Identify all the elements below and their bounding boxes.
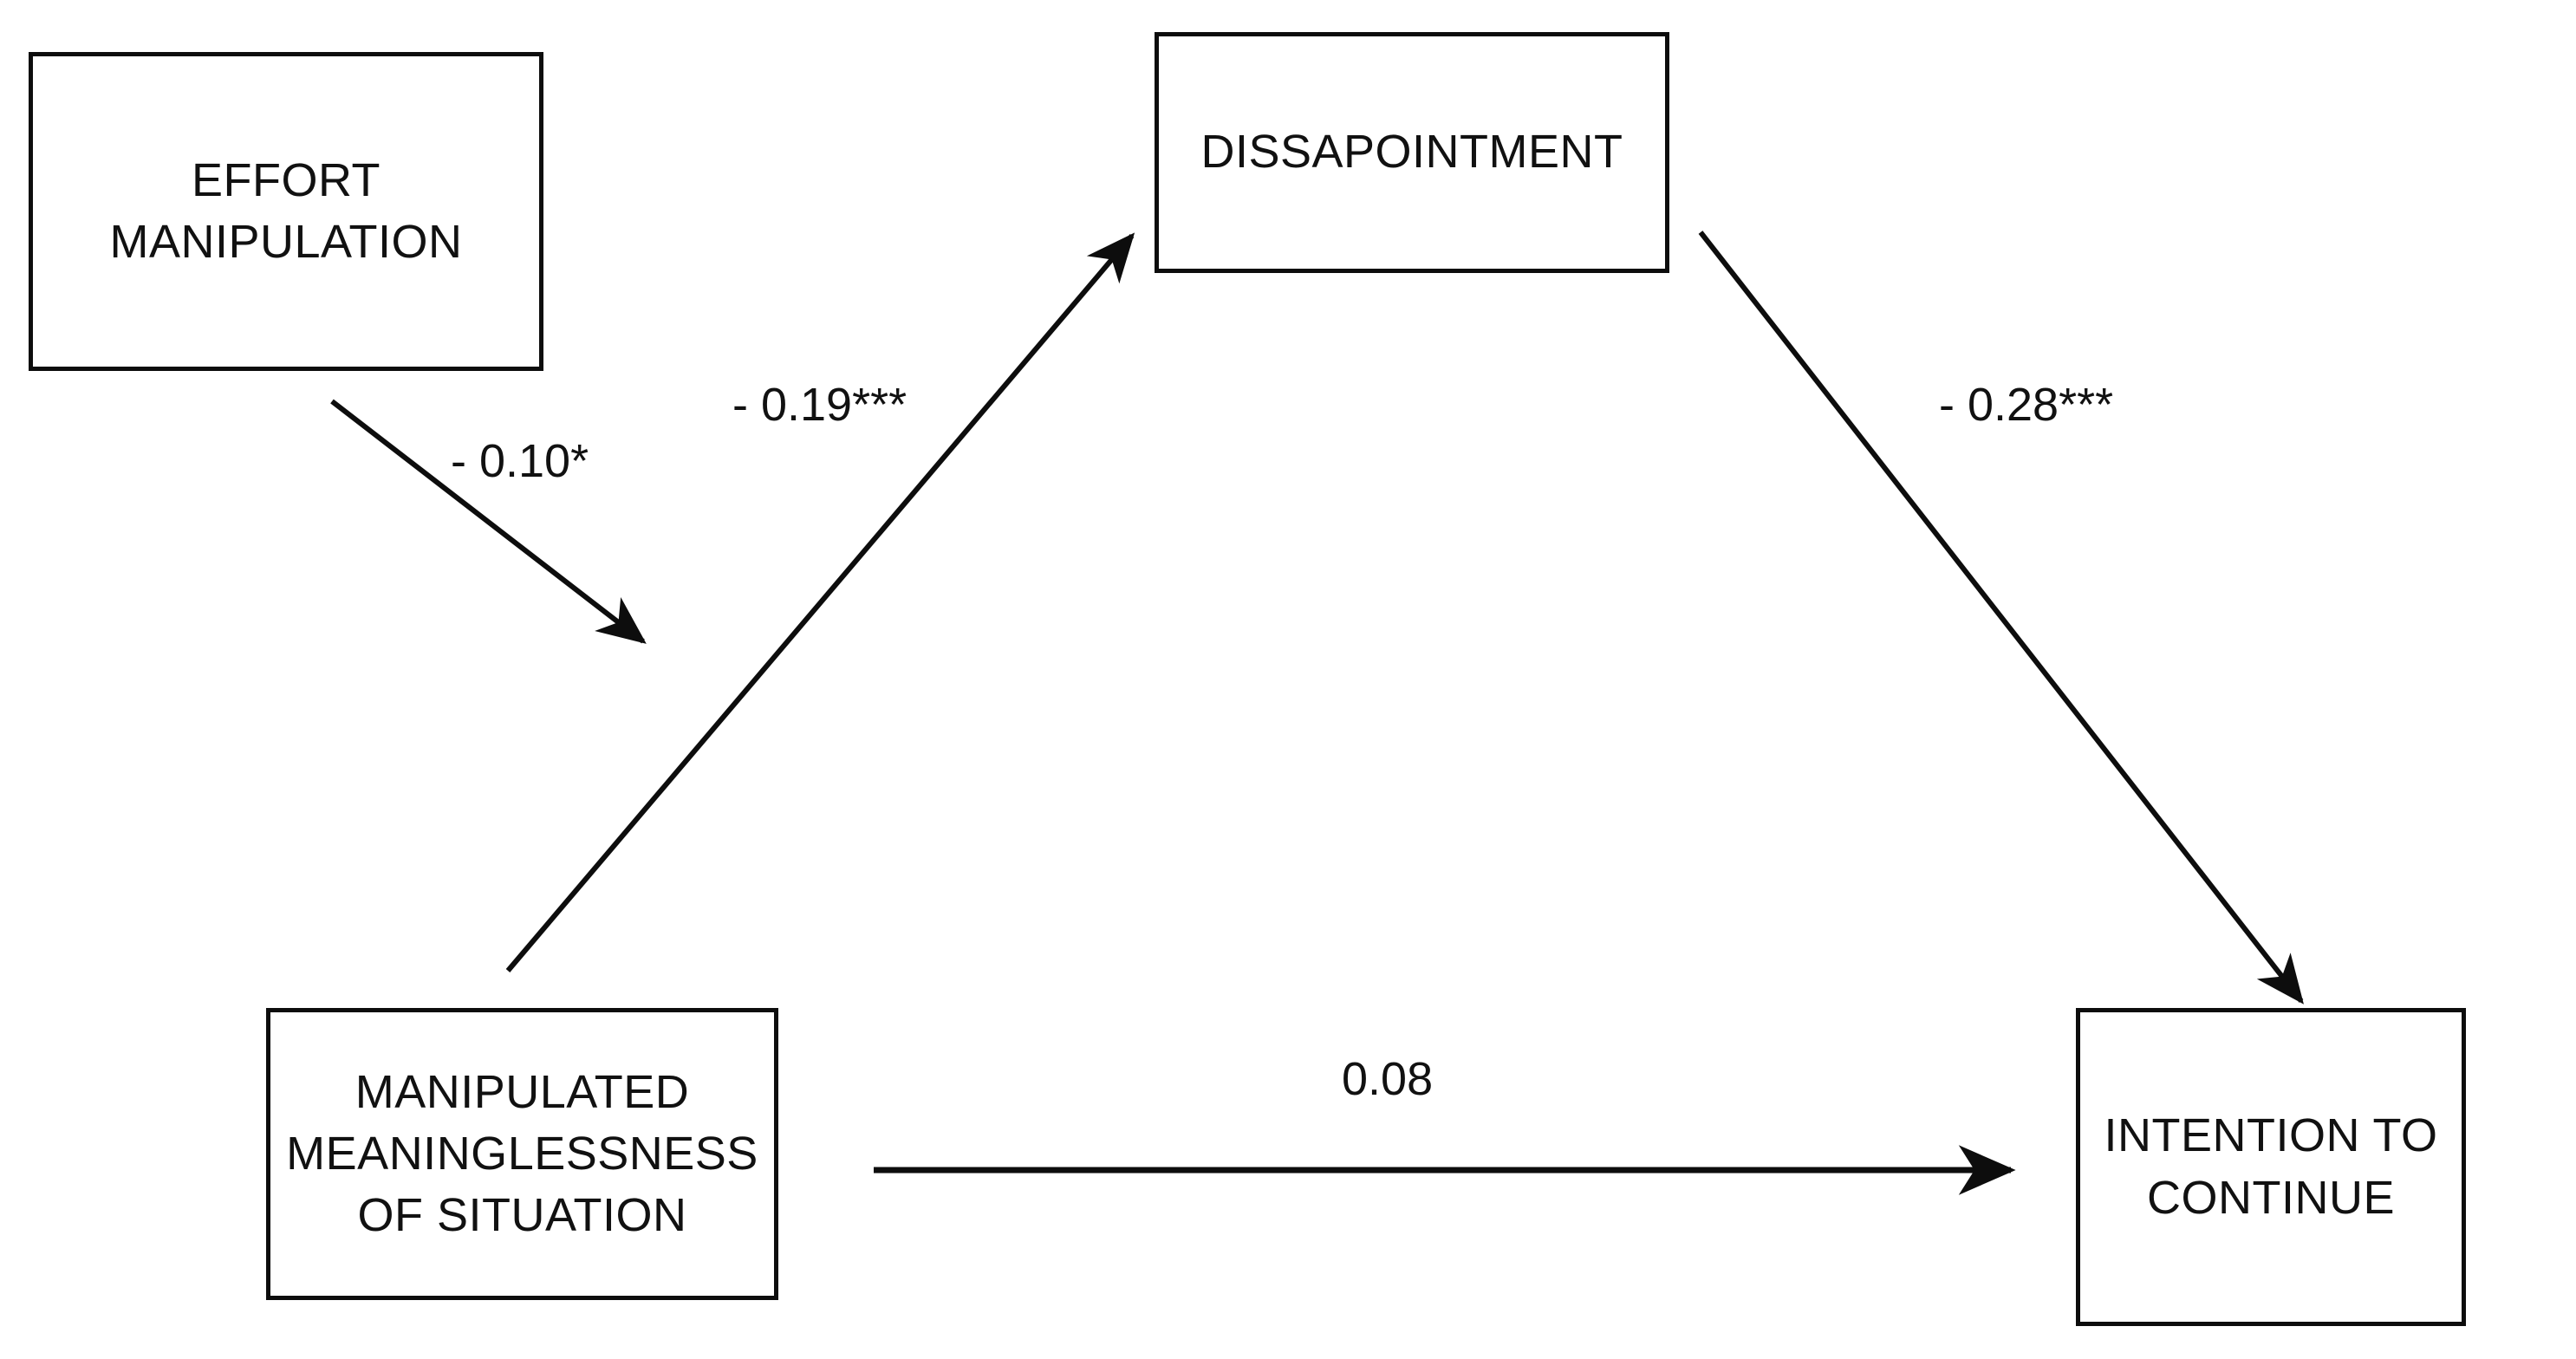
node-manipulated-meaninglessness-of-situation: MANIPULATED MEANINGLESSNESS OF SITUATION xyxy=(266,1008,778,1300)
node-effort-manipulation: EFFORT MANIPULATION xyxy=(29,52,543,371)
edge-label-meaninglessness-to-intention: 0.08 xyxy=(1342,1053,1434,1105)
node-intention-to-continue: INTENTION TO CONTINUE xyxy=(2076,1008,2466,1326)
edge-label-dissapointment-to-intention: - 0.28*** xyxy=(1939,379,2114,431)
edge-meaninglessness-to-dissapointment xyxy=(505,232,1135,972)
edge-label-meaninglessness-to-dissapointment: - 0.19*** xyxy=(732,379,907,431)
node-dissapointment: DISSAPOINTMENT xyxy=(1155,32,1669,273)
edge-label-effort-to-meaninglessness: - 0.10* xyxy=(451,435,589,487)
edge-dissapointment-to-intention xyxy=(1698,231,2304,1005)
